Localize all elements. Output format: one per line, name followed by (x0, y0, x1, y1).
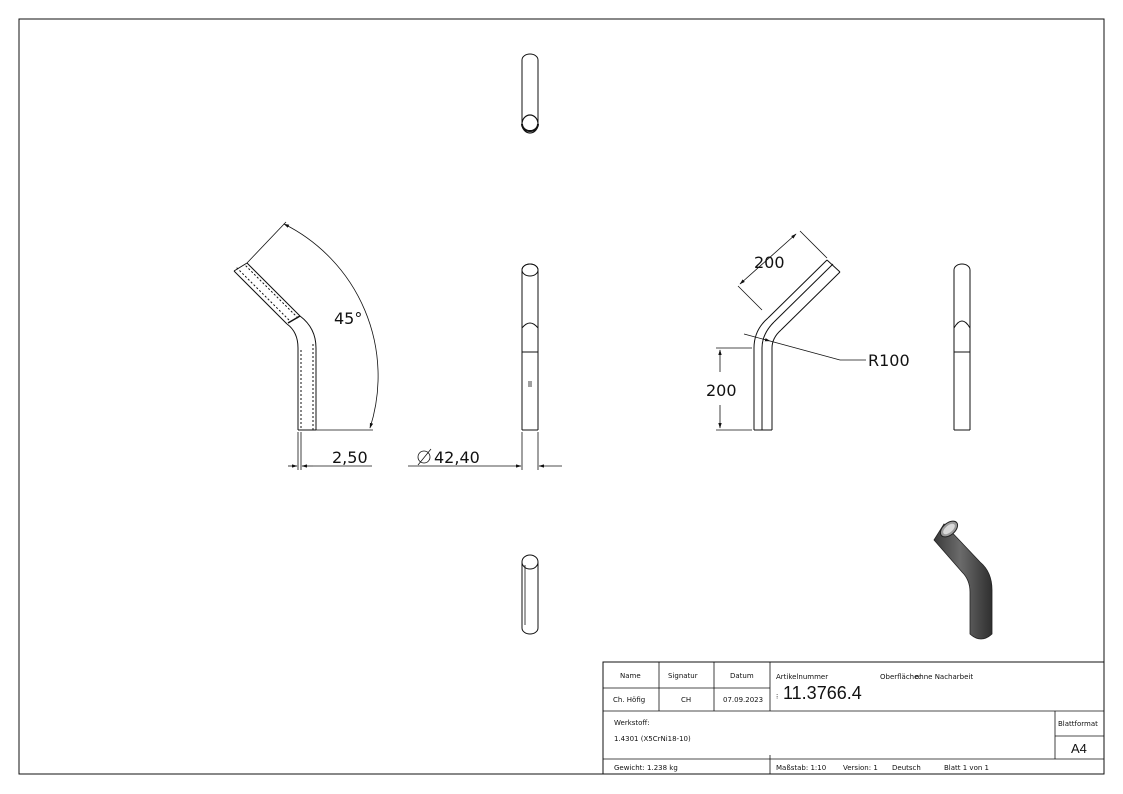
side-view-center: 42,40 (408, 263, 562, 470)
header-signature: Signatur (668, 672, 698, 680)
weight: Gewicht: 1.238 kg (614, 764, 678, 772)
article-number: 11.3766.4 (783, 683, 862, 703)
surface-label: Oberfläche: (880, 673, 921, 681)
side-view-right (953, 263, 971, 431)
scale: Maßstab: 1:10 (776, 764, 826, 772)
language: Deutsch (892, 764, 921, 772)
isometric-view (933, 520, 993, 640)
article-number-label: Artikelnummer (776, 673, 828, 681)
sheet-format-label: Blattformat (1058, 720, 1098, 728)
length-bottom-dimension: 200 (706, 381, 737, 400)
drawing-date: 07.09.2023 (723, 696, 763, 704)
sheet-border (18, 18, 1105, 775)
material-label: Werkstoff: (614, 719, 650, 727)
bent-tube-view: 200 200 R100 (706, 230, 910, 431)
angle-dimension: 45° (334, 309, 362, 328)
title-block: Name Signatur Datum Ch. Höfig CH 07.09.2… (602, 661, 1105, 775)
surface-value: ohne Nacharbeit (915, 673, 973, 681)
section-view: 45° 2,50 (233, 221, 379, 470)
wall-thickness-dimension: 2,50 (332, 448, 368, 467)
diameter-dimension: 42,40 (434, 448, 480, 467)
material-value: 1.4301 (X5CrNi18-10) (614, 735, 691, 743)
bottom-view (521, 554, 539, 635)
sheet-format-value: A4 (1071, 741, 1087, 756)
header-date: Datum (730, 672, 754, 680)
sheet-number: Blatt 1 von 1 (944, 764, 989, 772)
drafter-name: Ch. Höfig (613, 696, 645, 704)
radius-dimension: R100 (868, 351, 910, 370)
length-top-dimension: 200 (754, 253, 785, 272)
header-name: Name (620, 672, 641, 680)
drafter-signature: CH (681, 696, 691, 704)
article-marker-icon: ⁝ (776, 693, 778, 701)
version: Version: 1 (843, 764, 878, 772)
top-view (521, 53, 539, 134)
